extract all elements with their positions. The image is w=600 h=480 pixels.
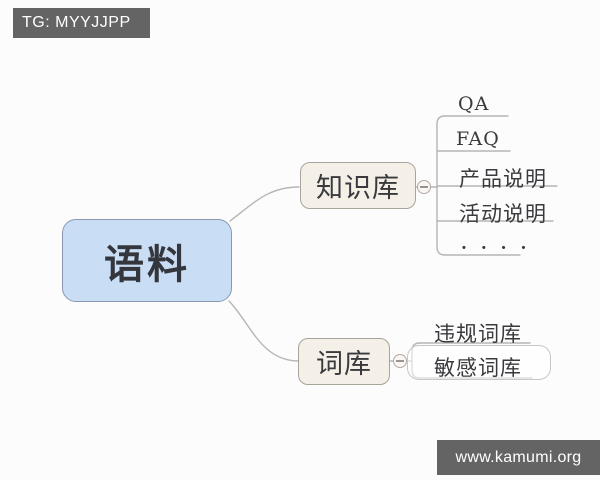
leaf-node-activity-desc[interactable]: 活动说明 (459, 202, 547, 226)
branch-node-word-library[interactable]: 词库 (298, 338, 390, 385)
watermark-website-badge: www.kamumi.org (437, 440, 600, 475)
watermark-telegram-badge: TG: MYYJJPP (13, 8, 150, 38)
leaf-node-ellipsis[interactable]: . . . . (461, 234, 531, 254)
collapse-button-word-library[interactable] (393, 354, 407, 368)
root-node-corpus[interactable]: 语料 (62, 219, 232, 302)
leaf-node-qa[interactable]: QA (458, 93, 490, 115)
minus-icon (396, 360, 404, 362)
branch-node-knowledge-base[interactable]: 知识库 (300, 162, 416, 209)
leaf-node-product-desc[interactable]: 产品说明 (459, 167, 547, 191)
leaf-node-sensitive-words[interactable]: 敏感词库 (434, 356, 522, 380)
collapse-button-knowledge-base[interactable] (417, 180, 431, 194)
minus-icon (420, 186, 428, 188)
leaf-node-violation-words[interactable]: 违规词库 (434, 322, 522, 346)
selected-node-outline (407, 345, 551, 380)
leaf-node-faq[interactable]: FAQ (456, 128, 500, 150)
